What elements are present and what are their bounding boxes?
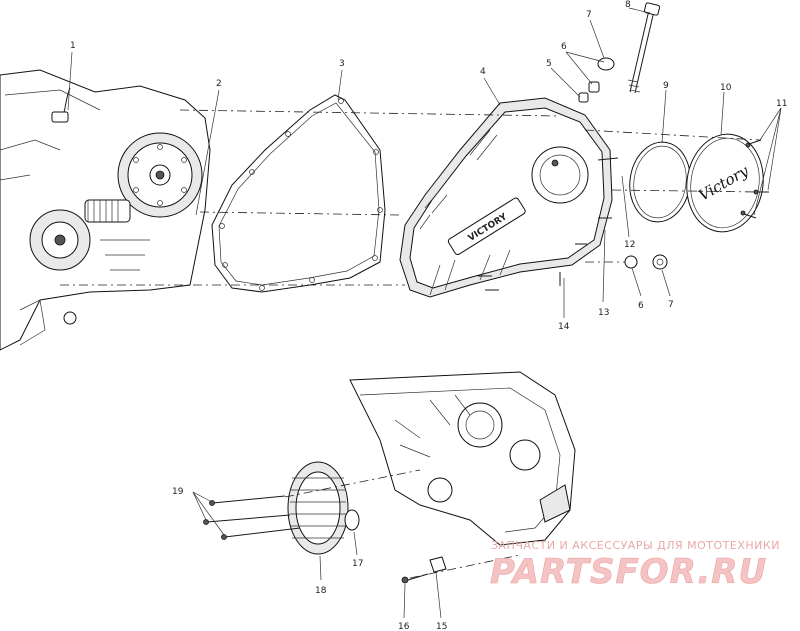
callout-5: 5 bbox=[546, 59, 552, 69]
dipstick-8 bbox=[627, 2, 661, 94]
callout-17: 17 bbox=[352, 559, 363, 569]
assembly-alignment-lines bbox=[60, 109, 761, 579]
callout-7a: 7 bbox=[586, 10, 592, 20]
callout-3: 3 bbox=[339, 59, 345, 69]
callout-15: 15 bbox=[436, 622, 447, 631]
callout-6b: 6 bbox=[638, 301, 644, 311]
callout-19: 19 bbox=[172, 487, 184, 497]
bolts-12-13-14 bbox=[478, 157, 619, 291]
wire-clamp-15-16 bbox=[401, 556, 447, 584]
callout-2: 2 bbox=[216, 79, 222, 89]
cover-gasket bbox=[211, 94, 386, 293]
callout-12: 12 bbox=[624, 240, 635, 250]
callout-4: 4 bbox=[480, 67, 486, 77]
callout-18: 18 bbox=[315, 586, 327, 596]
derby-cover-o-ring bbox=[629, 141, 691, 223]
screw-set-11 bbox=[740, 139, 769, 219]
inner-primary-housing bbox=[349, 371, 576, 546]
callout-10: 10 bbox=[720, 83, 732, 93]
callout-1: 1 bbox=[70, 41, 76, 51]
callout-7b: 7 bbox=[668, 300, 674, 310]
derby-cover: Victory bbox=[686, 133, 764, 233]
callout-9: 9 bbox=[663, 81, 669, 91]
callout-11: 11 bbox=[776, 99, 787, 109]
callout-6a: 6 bbox=[561, 42, 567, 52]
stator-bolts-19 bbox=[203, 495, 301, 540]
callout-numbers: 1 2 3 4 5 6 7 8 9 10 11 12 6 7 13 14 19 … bbox=[70, 0, 787, 631]
outer-primary-cover: VICTORY bbox=[399, 97, 613, 298]
callout-leaders bbox=[67, 7, 782, 619]
callout-16: 16 bbox=[398, 622, 410, 631]
engine-crankcase bbox=[0, 69, 211, 351]
stator bbox=[287, 461, 360, 555]
callout-8: 8 bbox=[625, 0, 631, 10]
callout-14: 14 bbox=[558, 322, 570, 332]
callout-13: 13 bbox=[598, 308, 609, 318]
